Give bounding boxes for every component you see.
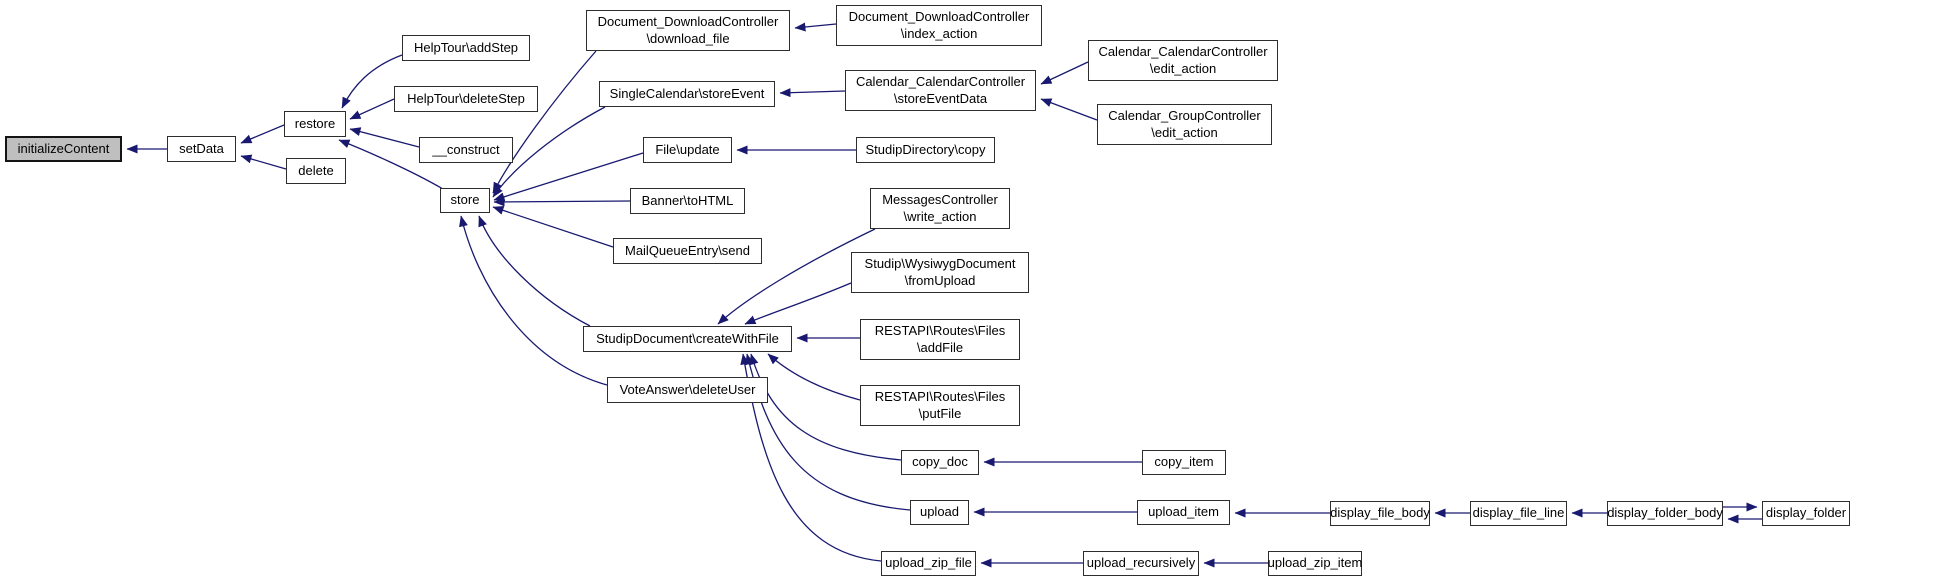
node-studipdocument-createwithfile[interactable]: StudipDocument\createWithFile [583,326,792,352]
node-initializeContent[interactable]: initializeContent [5,136,122,162]
node-restore[interactable]: restore [284,111,346,137]
edge-construct-restore [349,127,420,148]
node-banner-tohtml[interactable]: Banner\toHTML [630,188,745,214]
node-mailqueueentry-send[interactable]: MailQueueEntry\send [613,238,762,264]
node-upload-recursively[interactable]: upload_recursively [1083,551,1199,576]
edge-store-restore [338,139,444,190]
edge-putFile-createWithFile [767,353,861,401]
edge-deleteStep-restore [349,98,395,120]
edge-wysiwyg-createWithFile [744,282,852,325]
node-studip-wysiwygdocument-fromupload[interactable]: Studip\WysiwygDocument \fromUpload [851,252,1029,293]
node-helptour-addstep[interactable]: HelpTour\addStep [402,35,530,61]
edge-storeEvent-store [492,106,606,198]
node-construct[interactable]: __construct [419,137,513,163]
edge-indexaction-downloadfile [794,22,837,32]
node-display-folder[interactable]: display_folder [1762,501,1850,526]
node-restapi-routes-files-addfile[interactable]: RESTAPI\Routes\Files \addFile [860,319,1020,360]
node-calendar-calendarcontroller-edit-action[interactable]: Calendar_CalendarController \edit_action [1088,40,1278,81]
node-upload-item[interactable]: upload_item [1137,500,1230,525]
edge-mailqueue-store [492,206,614,248]
edge-createWithFile-store [478,215,591,327]
node-copy-doc[interactable]: copy_doc [901,450,979,475]
node-voteanswer-deleteuser[interactable]: VoteAnswer\deleteUser [607,377,768,403]
node-file-update[interactable]: File\update [643,137,732,163]
edge-fileupdate-store [493,152,644,202]
node-studipdirectory-copy[interactable]: StudipDirectory\copy [856,137,995,163]
edge-voteAnswer-store [459,215,608,386]
edge-groupedit-storeEventData [1040,98,1098,121]
node-store[interactable]: store [440,188,490,213]
node-upload-zip-file[interactable]: upload_zip_file [881,551,976,576]
edge-storeEventData-storeEvent [779,88,846,98]
node-delete[interactable]: delete [286,158,346,184]
node-copy-item[interactable]: copy_item [1142,450,1226,475]
edge-delete-setData [240,154,287,170]
node-messagescontroller-write-action[interactable]: MessagesController \write_action [870,188,1010,229]
edge-caledit-storeEventData [1040,61,1089,85]
node-restapi-routes-files-putfile[interactable]: RESTAPI\Routes\Files \putFile [860,385,1020,426]
node-upload[interactable]: upload [910,500,969,525]
node-display-file-line[interactable]: display_file_line [1470,501,1567,526]
edge-downloadfile-store [492,50,597,194]
node-document-downloadcontroller-download-file[interactable]: Document_DownloadController \download_fi… [586,10,790,51]
edge-msgwrite-createWithFile [717,228,876,325]
node-display-folder-body[interactable]: display_folder_body [1607,501,1723,526]
node-display-file-body[interactable]: display_file_body [1330,501,1430,526]
node-calendar-calendarcontroller-storeeventdata[interactable]: Calendar_CalendarController \storeEventD… [845,70,1036,111]
node-helptour-deletestep[interactable]: HelpTour\deleteStep [394,86,538,112]
node-setData[interactable]: setData [167,136,236,162]
edge-addStep-restore [341,54,403,109]
edge-banner-store [493,197,631,207]
edge-upload-createWithFile [745,353,911,511]
node-document-downloadcontroller-index-action[interactable]: Document_DownloadController \index_actio… [836,5,1042,46]
edge-restore-setData [240,124,285,144]
node-singlecalendar-storeevent[interactable]: SingleCalendar\storeEvent [599,81,775,107]
node-calendar-groupcontroller-edit-action[interactable]: Calendar_GroupController \edit_action [1097,104,1272,145]
node-upload-zip-item[interactable]: upload_zip_item [1268,551,1362,576]
